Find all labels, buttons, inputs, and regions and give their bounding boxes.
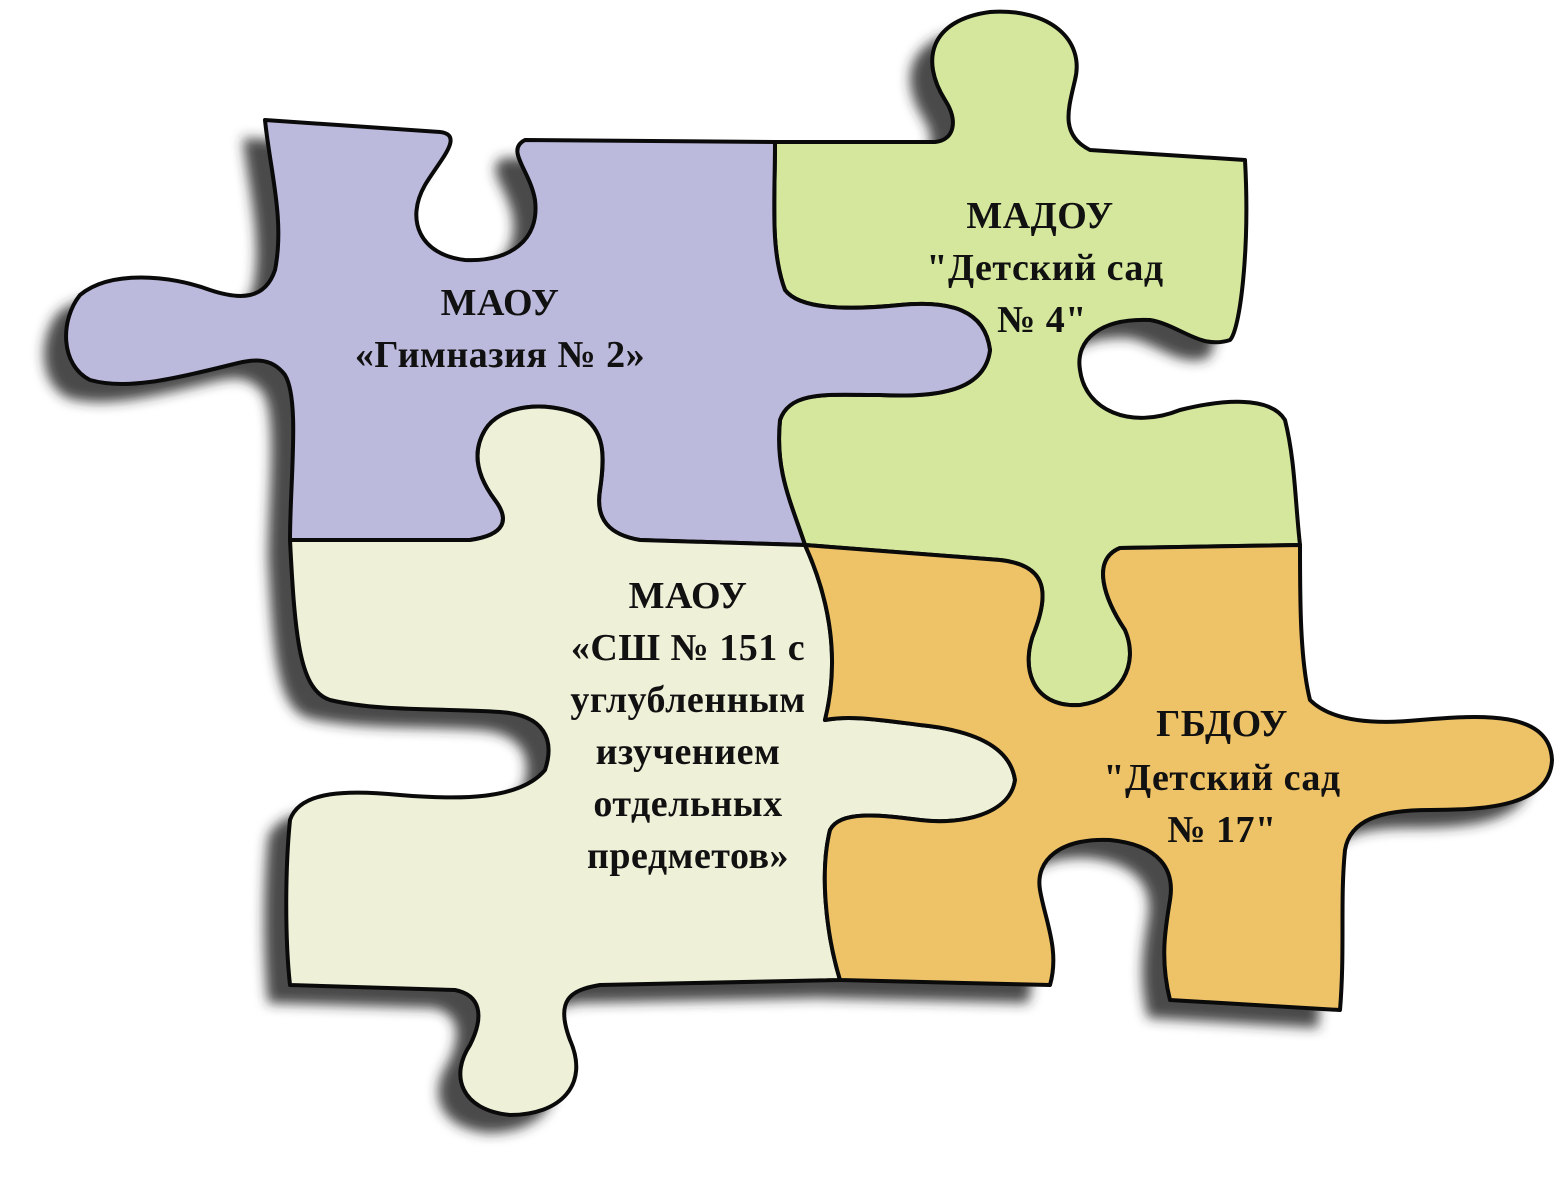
label-line: углубленным: [570, 679, 805, 721]
label-gymnasium-2: МАОУ «Гимназия № 2»: [355, 282, 645, 376]
label-line: "Детский сад: [926, 247, 1163, 289]
piece-kindergarten-17: [803, 543, 1554, 1012]
label-line: отдельных: [593, 783, 782, 825]
label-line: "Детский сад: [1103, 757, 1340, 799]
label-line: ГБДОУ: [1156, 703, 1288, 745]
label-line: МАОУ: [441, 282, 560, 324]
label-line: МАОУ: [629, 575, 748, 617]
label-line: МАДОУ: [966, 195, 1113, 237]
label-line: «Гимназия № 2»: [355, 334, 645, 376]
label-line: № 17": [1167, 809, 1276, 851]
label-kindergarten-4: МАДОУ "Детский сад № 4": [926, 195, 1163, 341]
label-school-151: МАОУ «СШ № 151 с углубленным изучением о…: [570, 575, 805, 877]
label-line: изучением: [596, 731, 781, 773]
label-line: предметов»: [587, 835, 789, 877]
label-kindergarten-17: ГБДОУ "Детский сад № 17": [1103, 703, 1340, 851]
label-line: № 4": [997, 299, 1087, 341]
label-line: «СШ № 151 с: [571, 627, 805, 669]
